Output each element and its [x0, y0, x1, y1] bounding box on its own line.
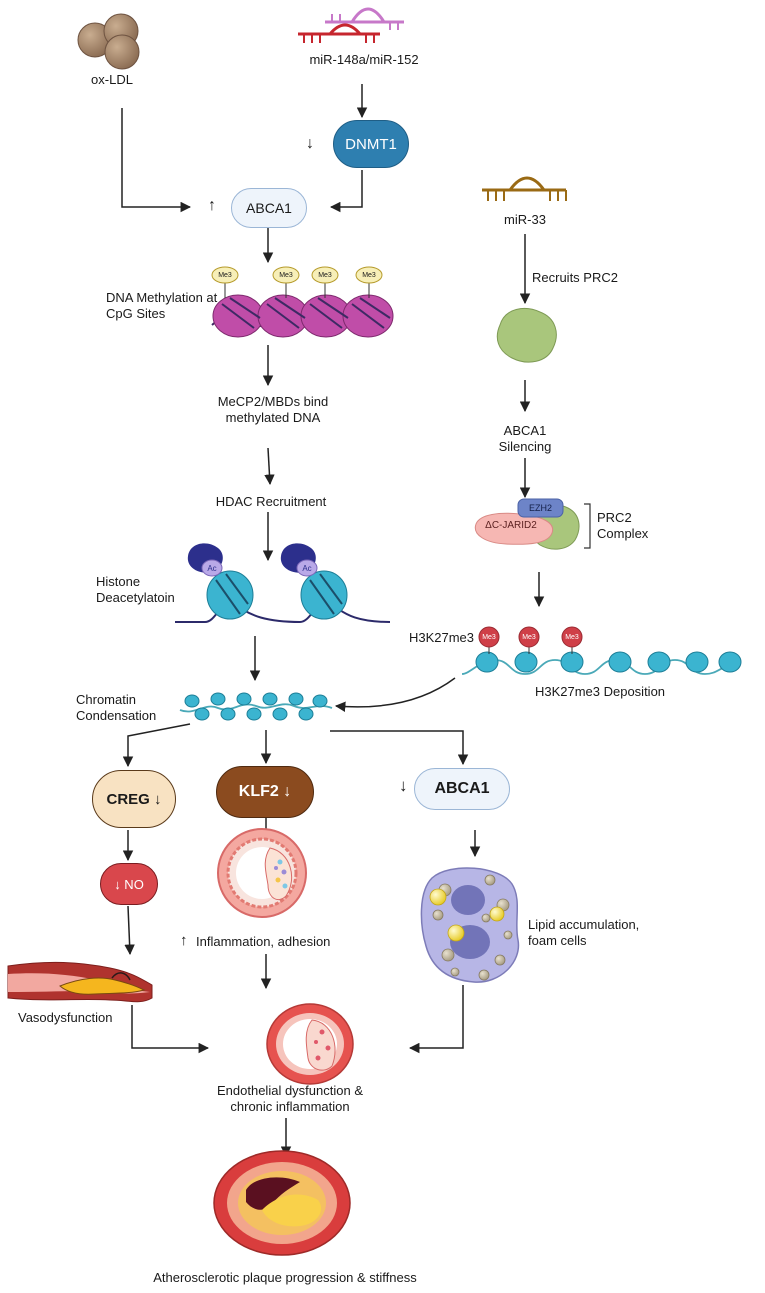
- me3-badge-ezh2: EZH2: [518, 499, 563, 517]
- mir148-label: miR-148a/miR-152: [309, 52, 419, 67]
- ac-badge-1: Ac: [202, 560, 222, 576]
- endothelial-dysfunction-label: Endothelial dysfunction & chronic inflam…: [217, 1083, 363, 1114]
- no-label: ↓ NO: [114, 876, 144, 892]
- hdac-label: HDAC Recruitment: [215, 494, 327, 509]
- me3-red-badge-1: Me3: [479, 629, 499, 645]
- h3k27me3-label: H3K27me3: [408, 630, 474, 645]
- me3-label: Me3: [565, 633, 579, 641]
- prc2-complex-label: PRC2 Complex: [597, 510, 649, 541]
- abca1-top-label: ABCA1: [246, 200, 292, 216]
- jarid2-label: ΔC-JARID2: [485, 519, 537, 531]
- inflammation-arrow: ↑: [180, 932, 188, 949]
- arrows: [121, 84, 545, 1158]
- vasodysfunction-label: Vasodysfunction: [18, 1010, 113, 1025]
- me3-label: Me3: [318, 271, 332, 279]
- creg-label: CREG ↓: [106, 790, 162, 808]
- mir33-hairpin-icon: [482, 176, 567, 201]
- arrow-condensation-to-abca1: [330, 730, 469, 766]
- me3-label: Me3: [362, 271, 376, 279]
- endothelial-vessel-icon: [266, 1003, 354, 1085]
- h3k27me3-deposition-label: H3K27me3 Deposition: [534, 684, 666, 699]
- jarid2-label-box: ΔC-JARID2: [476, 516, 546, 534]
- arrow-condensation-to-creg: [122, 723, 191, 768]
- me3-label: Me3: [522, 633, 536, 641]
- dnmt1-node: DNMT1: [333, 120, 409, 168]
- abca1-bottom-node: ABCA1: [414, 768, 510, 810]
- dnmt1-down-arrow: ↓: [306, 135, 314, 152]
- lipid-accumulation-label: Lipid accumulation, foam cells: [528, 917, 640, 948]
- ox-ldl-particles-icon: [77, 13, 140, 70]
- me3-badge-4: Me3: [356, 267, 382, 283]
- abca1-silencing-label: ABCA1 Silencing: [498, 423, 552, 454]
- abca1-bottom-label: ABCA1: [434, 780, 490, 797]
- no-node: ↓ NO: [100, 863, 158, 905]
- arrow-mecp2-to-hdac: [264, 447, 275, 486]
- abca1-up-arrow: ↑: [208, 197, 216, 214]
- arrow-dnmt1-to-abca1: [329, 170, 363, 213]
- ezh2-label: EZH2: [528, 503, 552, 513]
- abca1-down-arrow: ↓: [399, 776, 408, 795]
- me3-badge-2: Me3: [273, 267, 299, 283]
- me3-badge-3: Me3: [312, 267, 338, 283]
- arrow-foam-to-endothelial: [408, 985, 464, 1054]
- ac-label: Ac: [302, 563, 312, 573]
- klf2-label: KLF2 ↓: [238, 783, 292, 800]
- ox-ldl-label: ox-LDL: [91, 72, 133, 87]
- arrow-vaso-to-endothelial: [131, 1005, 210, 1054]
- prc2-complex-icon: [474, 498, 591, 550]
- mir33-label: miR-33: [504, 212, 546, 227]
- h3k27me3-chromatin-icon: [461, 626, 742, 675]
- klf2-node: KLF2 ↓: [216, 766, 314, 818]
- creg-node: CREG ↓: [92, 770, 176, 828]
- foam-cell-icon: [420, 867, 520, 983]
- recruits-prc2-label: Recruits PRC2: [532, 270, 618, 285]
- abca1-top-node: ABCA1: [231, 188, 307, 228]
- ac-label: Ac: [207, 563, 217, 573]
- me3-label: Me3: [279, 271, 293, 279]
- dna-methylation-label: DNA Methylation at CpG Sites: [106, 290, 218, 321]
- plaque-vessel-icon: [213, 1150, 351, 1256]
- ac-badge-2: Ac: [297, 560, 317, 576]
- me3-label: Me3: [218, 271, 232, 279]
- atherosclerotic-plaque-label: Atherosclerotic plaque progression & sti…: [153, 1270, 417, 1285]
- methylated-nucleosomes-icon: [211, 266, 394, 338]
- mir148-hairpin-icon: [298, 7, 404, 43]
- inflammation-label: Inflammation, adhesion: [196, 934, 331, 949]
- prc2-protein-icon: [496, 308, 557, 363]
- constricted-vessel-icon: [7, 961, 153, 1003]
- chromatin-condensation-label: Chromatin Condensation: [76, 692, 157, 723]
- mecp2-label: MeCP2/MBDs bind methylated DNA: [217, 394, 329, 425]
- me3-label: Me3: [482, 633, 496, 641]
- inflamed-vessel-icon: [217, 828, 307, 918]
- histone-deacetylation-label: Histone Deacetylatoin: [96, 574, 175, 605]
- me3-red-badge-3: Me3: [562, 629, 582, 645]
- arrow-no-to-vessel: [124, 905, 135, 956]
- condensed-chromatin-icon: [179, 692, 333, 721]
- dnmt1-label: DNMT1: [345, 135, 397, 153]
- me3-red-badge-2: Me3: [519, 629, 539, 645]
- arrow-h3k27me3-to-condensation: [334, 677, 456, 712]
- arrow-oxldl-to-abca1: [121, 108, 192, 213]
- deacetylated-nucleosomes-icon: [175, 543, 391, 624]
- me3-badge-1: Me3: [212, 267, 238, 283]
